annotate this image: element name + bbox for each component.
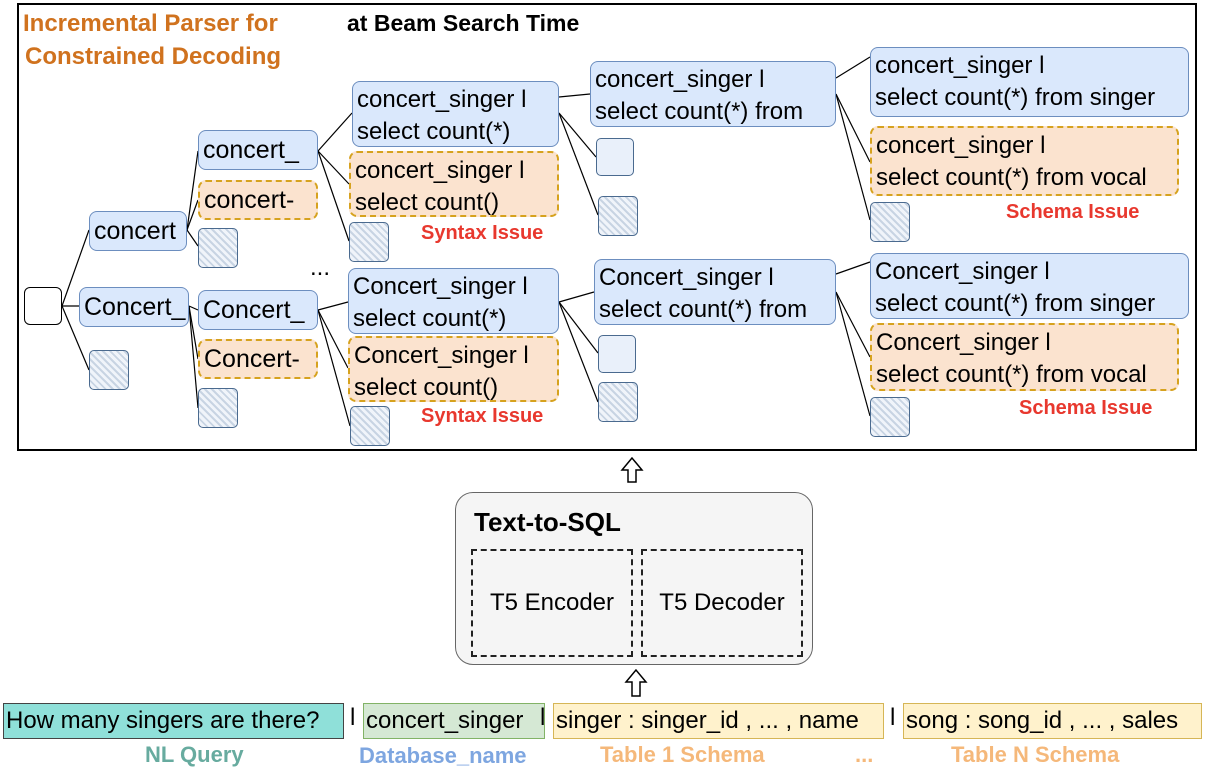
node-Concert_-2: Concert_: [198, 290, 318, 330]
node-line: Concert_singer l: [354, 342, 529, 369]
tree-root-node: [24, 287, 62, 325]
node-concert-singer-syntax: concert_singer l select count(): [349, 151, 559, 217]
db-name-label: Database_name: [359, 743, 527, 768]
placeholder-node: [349, 222, 389, 262]
node-line: concert_singer l: [355, 157, 525, 184]
table1-schema-label: Table 1 Schema: [600, 742, 765, 767]
node-Concert-singer-from: Concert_singer l select count(*) from: [594, 259, 836, 325]
model-title: Text-to-SQL: [474, 507, 621, 537]
node-line: select count(): [354, 374, 499, 401]
placeholder-node: [596, 138, 634, 176]
parser-frame: [17, 3, 1197, 451]
t5-encoder-box: T5 Encoder: [471, 549, 633, 657]
t5-decoder-label: T5 Decoder: [659, 589, 785, 616]
node-line: Concert_singer l: [875, 258, 1050, 285]
tableN-schema-box: song : song_id , ... , sales: [903, 703, 1202, 739]
node-line: select count(*): [353, 305, 507, 332]
node-concert_: concert_: [198, 130, 318, 170]
node-line: select count(*) from: [599, 296, 808, 323]
node-line: select count(): [355, 189, 500, 216]
node-line: concert_singer l: [875, 52, 1045, 79]
node-line: concert_singer l: [357, 86, 527, 113]
separator: l: [350, 704, 356, 731]
node-line: concert_singer l: [595, 66, 765, 93]
placeholder-node: [89, 350, 129, 390]
node-Concert-singer-from-vocal: Concert_singer l select count(*) from vo…: [870, 323, 1179, 391]
node-concert-singer-count: concert_singer l select count(*): [352, 81, 559, 147]
node-Concert_: Concert_: [79, 287, 189, 327]
placeholder-node: [598, 382, 638, 422]
t5-decoder-box: T5 Decoder: [641, 549, 803, 657]
placeholder-node: [870, 397, 910, 437]
text-to-sql-box: [455, 492, 813, 665]
node-line: Concert_singer l: [353, 273, 528, 300]
node-Concert-singer-count: Concert_singer l select count(*): [348, 268, 559, 334]
placeholder-node: [350, 406, 390, 446]
node-line: Concert_singer l: [876, 329, 1051, 356]
node-concert-dash: concert-: [198, 180, 318, 220]
placeholder-node: [198, 388, 238, 428]
node-line: select count(*) from vocal: [876, 164, 1147, 191]
beam-title: at Beam Search Time: [347, 10, 580, 36]
schema-issue-label: Schema Issue: [1006, 201, 1140, 223]
node-Concert-dash: Concert-: [198, 339, 318, 379]
separator: l: [890, 704, 896, 731]
node-line: select count(*) from singer: [875, 290, 1156, 317]
parser-title-line1: Incremental Parser for: [23, 10, 278, 37]
schema-issue-label: Schema Issue: [1019, 397, 1153, 419]
tables-ellipsis: ...: [855, 742, 874, 767]
node-concert: concert: [89, 211, 187, 251]
tableN-schema-label: Table N Schema: [951, 742, 1120, 767]
syntax-issue-label: Syntax Issue: [421, 222, 544, 244]
parser-title-line2: Constrained Decoding: [25, 43, 282, 70]
placeholder-node: [198, 228, 238, 268]
nl-query-box: How many singers are there?: [3, 703, 344, 739]
node-concert-singer-from-vocal: concert_singer l select count(*) from vo…: [870, 126, 1179, 196]
t5-encoder-label: T5 Encoder: [489, 589, 615, 616]
separator: l: [540, 704, 546, 731]
node-Concert-singer-syntax: Concert_singer l select count(): [348, 336, 559, 402]
placeholder-node: [598, 196, 638, 236]
node-line: Concert_singer l: [599, 264, 774, 291]
node-line: select count(*) from singer: [875, 84, 1156, 111]
node-line: select count(*): [357, 118, 511, 145]
placeholder-node: [870, 202, 910, 242]
table1-schema-box: singer : singer_id , ... , name: [553, 703, 884, 739]
ellipsis: ...: [310, 254, 331, 281]
syntax-issue-label: Syntax Issue: [421, 405, 544, 427]
node-line: select count(*) from: [595, 98, 804, 125]
node-concert-singer-from-singer: concert_singer l select count(*) from si…: [870, 47, 1189, 117]
node-Concert-singer-from-singer: Concert_singer l select count(*) from si…: [870, 253, 1189, 319]
db-name-box: concert_singer: [363, 703, 545, 739]
nl-query-label: NL Query: [145, 742, 244, 767]
node-line: concert_singer l: [876, 132, 1046, 159]
node-line: select count(*) from vocal: [876, 361, 1147, 388]
node-concert-singer-from: concert_singer l select count(*) from: [590, 61, 836, 127]
placeholder-node: [598, 335, 636, 373]
